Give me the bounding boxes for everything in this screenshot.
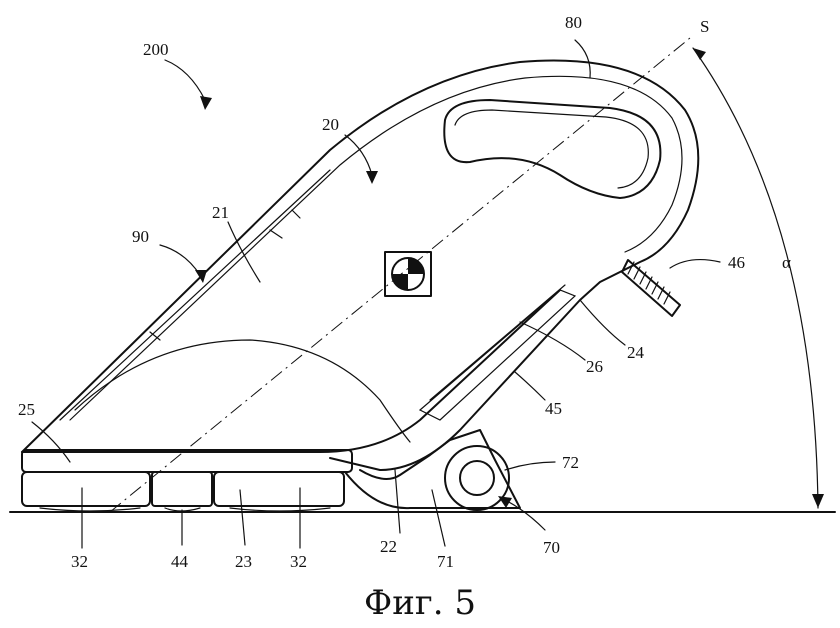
leader-72 bbox=[504, 461, 556, 471]
label-25: 25 bbox=[18, 400, 35, 419]
angle-arc bbox=[692, 47, 819, 509]
leader-22 bbox=[394, 469, 401, 534]
leader-26 bbox=[519, 321, 586, 361]
leader-21 bbox=[227, 221, 261, 283]
label-46: 46 bbox=[728, 253, 745, 272]
leader-23 bbox=[239, 489, 246, 546]
body-outline bbox=[21, 59, 700, 471]
brush-head-top bbox=[21, 449, 353, 473]
label-23: 23 bbox=[235, 552, 252, 571]
brush-bristles bbox=[39, 507, 331, 512]
label-32-right: 32 bbox=[290, 552, 307, 571]
label-26: 26 bbox=[586, 357, 603, 376]
knurl-lines bbox=[627, 261, 671, 305]
label-24: 24 bbox=[627, 343, 645, 362]
arc-arrow-top bbox=[693, 48, 706, 60]
wheel-inner bbox=[459, 460, 495, 496]
center-of-gravity-q3 bbox=[392, 274, 408, 290]
label-alpha: α bbox=[782, 253, 791, 272]
label-s: S bbox=[700, 17, 709, 36]
brush-head-block-right bbox=[213, 471, 345, 507]
side-window bbox=[418, 284, 577, 421]
handle-grip bbox=[443, 99, 662, 199]
body-inner-outline bbox=[69, 75, 683, 421]
wheel-outer bbox=[444, 445, 510, 511]
label-21: 21 bbox=[212, 203, 229, 222]
center-of-gravity-box bbox=[384, 251, 432, 297]
label-80: 80 bbox=[565, 13, 582, 32]
figure-caption: Фиг. 5 bbox=[364, 583, 476, 623]
arrow-200 bbox=[200, 96, 212, 110]
label-200: 200 bbox=[143, 40, 169, 59]
label-72: 72 bbox=[562, 453, 579, 472]
lower-body bbox=[21, 289, 561, 453]
center-of-gravity-q1 bbox=[408, 258, 424, 274]
label-70: 70 bbox=[543, 538, 560, 557]
label-32-left: 32 bbox=[71, 552, 88, 571]
label-45: 45 bbox=[545, 399, 562, 418]
leader-70 bbox=[504, 499, 546, 531]
leader-90 bbox=[159, 244, 201, 276]
base-support bbox=[344, 429, 521, 510]
leader-24 bbox=[579, 299, 626, 346]
leader-25 bbox=[31, 421, 71, 463]
arrow-20 bbox=[366, 171, 378, 184]
leader-80 bbox=[574, 39, 591, 79]
container-dome bbox=[74, 339, 411, 443]
label-20: 20 bbox=[322, 115, 339, 134]
handle-grip-inner bbox=[454, 109, 649, 189]
label-22: 22 bbox=[380, 537, 397, 556]
leader-71 bbox=[431, 489, 446, 547]
label-44: 44 bbox=[171, 552, 189, 571]
arrow-90 bbox=[195, 270, 207, 283]
leader-20 bbox=[344, 134, 373, 176]
brush-head-block-middle bbox=[151, 471, 213, 507]
label-71: 71 bbox=[437, 552, 454, 571]
arrow-70 bbox=[498, 496, 512, 508]
leader-45 bbox=[514, 371, 546, 401]
leader-200 bbox=[164, 59, 206, 101]
brush-head-block-left bbox=[21, 471, 151, 507]
arc-arrow-bottom bbox=[812, 494, 824, 508]
top-strip bbox=[59, 169, 331, 421]
label-90: 90 bbox=[132, 227, 149, 246]
leader-46 bbox=[669, 258, 721, 269]
